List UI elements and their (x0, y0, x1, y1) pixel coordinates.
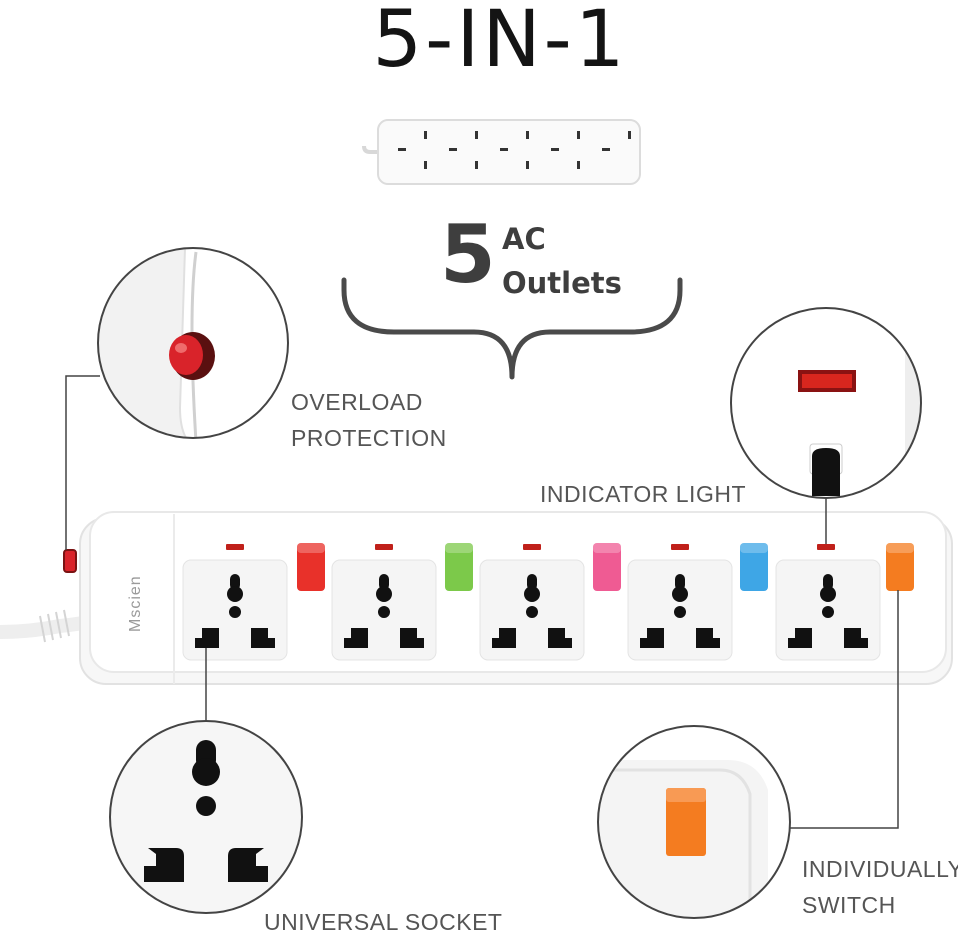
rocker-switch-highlight-5 (886, 543, 914, 553)
brand-logo: Mscien (127, 575, 144, 632)
mini-strip-icon (362, 119, 641, 185)
universal-socket-label: UNIVERSAL SOCKET (264, 909, 503, 935)
indicator-light-label: INDICATOR LIGHT (540, 481, 746, 507)
rocker-switch-2 (445, 543, 473, 591)
socket-1 (182, 559, 288, 661)
indicator-led-2 (375, 544, 393, 550)
outlet-count-unit-ac: AC (502, 222, 546, 256)
overload-button-small (63, 549, 77, 573)
indicator-led-1 (226, 544, 244, 550)
rocker-switch-highlight-2 (445, 543, 473, 553)
indicator-leds (226, 544, 835, 550)
callout-individual-switch (597, 725, 791, 919)
rocker-switch-3 (593, 543, 621, 591)
switch-label-line1: INDIVIDUALLY (802, 856, 958, 882)
outlet-count-unit-outlets: Outlets (502, 266, 622, 300)
outlet-count-number: 5 (440, 208, 496, 301)
socket-3 (479, 559, 585, 661)
overload-label-line2: PROTECTION (291, 425, 447, 451)
brace-icon (341, 277, 683, 380)
callout-indicator-light (730, 307, 922, 499)
indicator-led-3 (523, 544, 541, 550)
socket-5 (775, 559, 881, 661)
callout-universal-socket (109, 720, 303, 914)
indicator-led-5 (817, 544, 835, 550)
rocker-switch-1 (297, 543, 325, 591)
rocker-switch-highlight-4 (740, 543, 768, 553)
rocker-switch-4 (740, 543, 768, 591)
headline-title: 5-IN-1 (372, 0, 628, 85)
leader-lines (65, 375, 899, 829)
indicator-led-4 (671, 544, 689, 550)
socket-2 (331, 559, 437, 661)
rocker-switch-highlight-3 (593, 543, 621, 553)
overload-label-line1: OVERLOAD (291, 389, 423, 415)
callout-overload-protection (97, 247, 289, 439)
socket-4 (627, 559, 733, 661)
rocker-switch-highlight-1 (297, 543, 325, 553)
switch-label-line2: SWITCH (802, 892, 896, 918)
rocker-switches (297, 543, 914, 591)
rocker-switch-5 (886, 543, 914, 591)
